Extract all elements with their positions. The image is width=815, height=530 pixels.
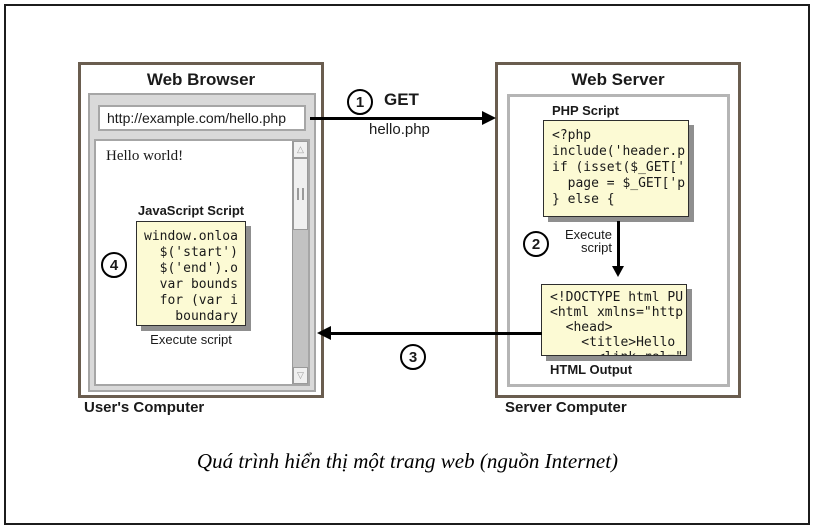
request-arrowhead-icon — [482, 111, 496, 125]
scrollbar-thumb — [293, 158, 308, 230]
step-2-badge: 2 — [523, 231, 549, 257]
execute-script-label: Execute script — [150, 332, 232, 347]
request-arrow-line — [310, 117, 482, 120]
execute-arrow-line — [617, 221, 620, 266]
page-text: Hello world! — [106, 148, 184, 164]
web-server-title: Web Server — [571, 70, 665, 89]
html-output-label: HTML Output — [550, 362, 633, 377]
users-computer-label: User's Computer — [84, 399, 205, 416]
scroll-up-icon: △ — [293, 141, 308, 158]
script-word: script — [580, 240, 612, 255]
response-arrowhead-icon — [317, 326, 331, 340]
request-file-label: hello.php — [369, 121, 430, 138]
step-4-badge: 4 — [101, 252, 127, 278]
web-browser-title: Web Browser — [146, 70, 256, 89]
scroll-down-icon: ▽ — [293, 367, 308, 384]
step-3-badge: 3 — [400, 344, 426, 370]
browser-viewport: Hello world! JavaScript Script window.on… — [94, 139, 310, 386]
figure-caption: Quá trình hiển thị một trang web (nguồn … — [196, 449, 619, 473]
get-method-label: GET — [384, 90, 419, 109]
scrollbar: △ ▽ — [292, 141, 308, 384]
html-output-code-box: <!DOCTYPE html PU <html xmlns="http <hea… — [541, 284, 687, 356]
javascript-code-box: window.onloa $('start') $('end').o var b… — [136, 221, 246, 326]
php-code-box: <?php include('header.p if (isset($_GET[… — [543, 120, 689, 217]
browser-chrome-panel: http://example.com/hello.php Hello world… — [88, 93, 316, 392]
server-inner-panel: PHP Script <?php include('header.p if (i… — [507, 94, 730, 387]
web-server-box: Web Server PHP Script <?php include('hea… — [495, 62, 741, 398]
url-text: http://example.com/hello.php — [107, 110, 286, 126]
web-browser-box: Web Browser http://example.com/hello.php… — [78, 62, 324, 398]
thumb-grip-icon — [297, 188, 299, 200]
server-computer-label: Server Computer — [505, 399, 627, 416]
javascript-script-label: JavaScript Script — [137, 203, 245, 218]
step-1-badge: 1 — [347, 89, 373, 115]
execute-arrowhead-icon — [612, 266, 624, 277]
figure-border — [4, 4, 810, 525]
url-bar: http://example.com/hello.php — [98, 105, 306, 131]
php-script-label: PHP Script — [552, 103, 619, 118]
response-arrow-line — [331, 332, 542, 335]
thumb-grip-icon — [302, 188, 304, 200]
execute-script-label-server: Execute script — [562, 228, 612, 254]
execute-word: Execute — [565, 227, 612, 242]
